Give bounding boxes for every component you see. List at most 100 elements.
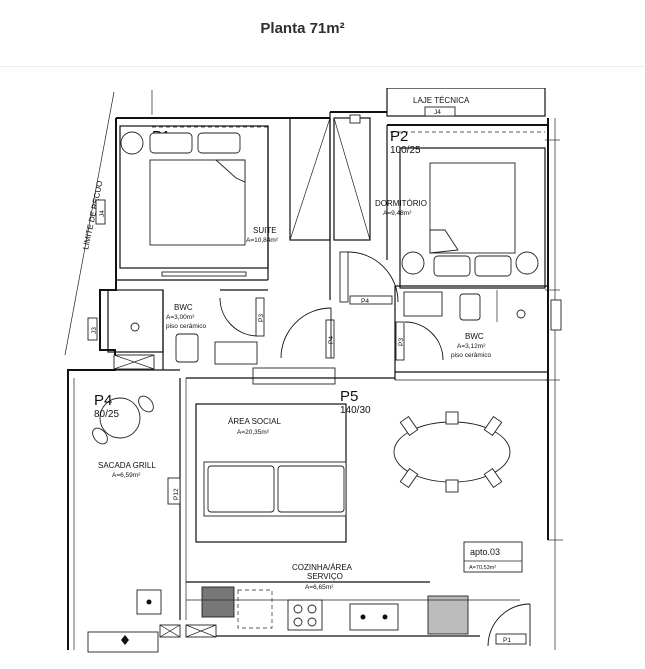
dorm-pillow-right — [474, 255, 512, 277]
opening-size-p5: 140/30 — [340, 405, 371, 416]
tag-box-p4-vertical — [325, 319, 335, 359]
suite-bed — [149, 159, 246, 246]
closet-diagonal — [289, 117, 331, 241]
kitchen-window-x2 — [185, 624, 217, 638]
sacada-table — [99, 397, 141, 439]
dorm-bed-fold — [429, 229, 459, 254]
suite-rug — [161, 271, 247, 277]
bwc1-name: BWC — [174, 303, 193, 312]
tag-box-p1-bottom — [495, 633, 527, 645]
dorm-area: A=9,48m² — [383, 210, 412, 217]
dining-chair-5 — [445, 479, 459, 493]
tag-j3: J3 — [91, 327, 98, 334]
tag-p4-hall: P4 — [361, 298, 369, 305]
page-header: Planta 71m² — [0, 0, 645, 67]
opening-code-p5: P5 — [340, 388, 358, 405]
sink-drain-2 — [382, 614, 388, 620]
dining-chair-6 — [483, 467, 503, 489]
tag-box-j4-side — [95, 199, 106, 225]
tag-p4-vertical: P4 — [328, 336, 335, 344]
bwc2-finish: piso cerâmico — [451, 352, 491, 359]
bwc1-sink-counter — [214, 341, 258, 365]
corridor-door-swing — [280, 307, 332, 359]
dorm-name: DORMITÓRIO — [375, 199, 427, 208]
bwc1-threshold — [252, 367, 336, 385]
suite-round-chair — [120, 131, 144, 155]
sofa-seat-left — [207, 465, 275, 513]
bwc1-shower — [107, 289, 164, 353]
dorm-outline — [399, 147, 546, 289]
kitchen-dryer-space — [237, 589, 273, 629]
kitchen-area: A=6,65m² — [305, 584, 334, 591]
bwc2-name: BWC — [465, 332, 484, 341]
bwc2-toilet — [459, 293, 481, 321]
dorm-pillow-left — [433, 255, 471, 277]
suite-bed-fold — [215, 159, 246, 183]
bwc1-drain — [130, 322, 140, 332]
tag-box-p3-bwc1 — [255, 297, 265, 337]
bwc1-window-x2 — [113, 354, 155, 370]
tag-p3-bwc1: P3 — [258, 314, 265, 322]
storage-diagonal — [333, 117, 371, 241]
suite-pillow-left — [149, 132, 193, 154]
apto-name: apto.03 — [470, 547, 500, 557]
east-edge-fixture — [550, 299, 562, 331]
tag-p12: P12 — [173, 488, 180, 500]
dining-chair-3 — [483, 415, 503, 437]
kitchen-washer — [201, 586, 235, 618]
sofa-seat-right — [277, 465, 345, 513]
cooktop-burner-1 — [293, 604, 303, 614]
roof-slab — [386, 88, 546, 117]
sink-drain-1 — [360, 614, 366, 620]
sacada-area: A=6,59m² — [112, 472, 141, 479]
dining-chair-4 — [399, 467, 419, 489]
cooktop-burner-4 — [307, 617, 317, 627]
floor-plan: LIMITE DE RECUO LAJE TÉCNICA J4 P1 70/25… — [60, 88, 565, 653]
roof-slab-tag-box — [424, 106, 456, 117]
tag-p3-bwc2: P3 — [398, 338, 405, 346]
apto-area: A=70,53m² — [469, 565, 496, 571]
kitchen-cooktop — [287, 599, 323, 631]
kitchen-name-1: COZINHA/ÁREA — [292, 563, 353, 572]
roof-slab-code: J4 — [434, 109, 441, 116]
bwc1-finish: piso cerâmico — [166, 323, 206, 330]
sacada-chair-1 — [138, 395, 154, 413]
bwc2-door-swing — [404, 321, 444, 361]
kitchen-fridge — [427, 595, 469, 635]
apto-tag — [463, 541, 523, 573]
tag-box-p12 — [167, 477, 181, 505]
hall-door-leaf — [339, 251, 349, 303]
cooktop-burner-3 — [293, 617, 303, 627]
dorm-nightstand-right — [515, 251, 539, 275]
bwc2-sink — [403, 291, 443, 317]
opening-size-p2: 100/25 — [390, 145, 421, 156]
kitchen-name-2: SERVIÇO — [307, 572, 343, 581]
opening-size-p4: 80/25 — [94, 409, 119, 420]
roof-slab-label: LAJE TÉCNICA — [413, 96, 470, 105]
opening-code-p4: P4 — [94, 392, 112, 409]
kitchen-sink — [349, 603, 399, 631]
hall-door-swing — [347, 251, 399, 303]
bwc1-area: A=3,00m² — [166, 314, 195, 321]
north-marker — [121, 635, 129, 645]
sacada-grill-burner — [146, 599, 152, 605]
storage-fixture — [349, 114, 361, 124]
sacada-window-x2 — [159, 624, 181, 638]
tag-box-j3 — [87, 317, 98, 341]
suite-pillow-right — [197, 132, 241, 154]
page-title: Planta 71m² — [260, 20, 345, 37]
suite-area: A=10,84m² — [246, 237, 279, 244]
sacada-chair-2 — [92, 427, 108, 445]
social-area: A=20,35m² — [237, 429, 270, 436]
tag-box-p3-bwc2 — [395, 321, 405, 361]
floor-plan-drawing: LIMITE DE RECUO LAJE TÉCNICA J4 P1 70/25… — [64, 88, 563, 653]
bwc1-toilet — [175, 333, 199, 363]
bwc2-drain — [516, 309, 526, 319]
tag-j4-side: J4 — [99, 210, 106, 217]
tag-p1-bottom: P1 — [503, 637, 511, 644]
hall-tag-box-p4 — [349, 295, 393, 305]
suite-name: SUITE — [253, 226, 277, 235]
cooktop-burner-2 — [307, 604, 317, 614]
opening-code-p2: P2 — [390, 128, 408, 145]
setback-line — [64, 91, 115, 356]
